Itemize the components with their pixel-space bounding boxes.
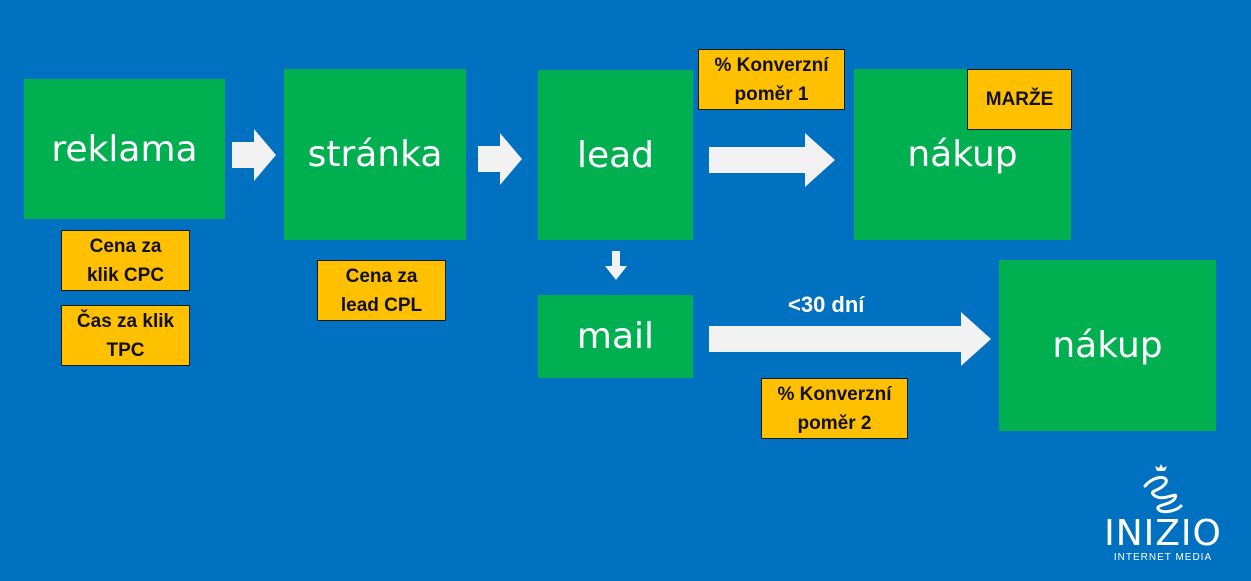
metric-conversion-2-line-2: poměr 2 (797, 412, 872, 434)
inizio-logo: INIZIO INTERNET MEDIA (1093, 464, 1233, 563)
metric-cpc-line-2: klik CPC (86, 264, 165, 286)
arrow-lead-to-mail (605, 251, 627, 280)
metric-cpc-line-1: Cena za (89, 235, 162, 257)
node-nakup-1-label: nákup (907, 134, 1018, 175)
arrow-reklama-to-stranka (232, 129, 276, 181)
node-reklama: reklama (24, 79, 225, 219)
logo-tagline: INTERNET MEDIA (1113, 552, 1213, 563)
metric-cpc: Cena za klik CPC (61, 230, 190, 291)
metric-conversion-1: % Konverzní poměr 1 (698, 49, 845, 110)
logo-wordmark: INIZIO (1104, 513, 1222, 554)
node-mail: mail (538, 295, 693, 378)
node-reklama-label: reklama (51, 128, 198, 170)
metric-marze-label: MARŽE (985, 89, 1054, 110)
metric-conversion-1-line-1: % Konverzní (714, 54, 829, 76)
metric-tpc: Čas za klik TPC (61, 305, 190, 366)
node-nakup-2: nákup (999, 260, 1216, 431)
metric-conversion-2: % Konverzní poměr 2 (761, 378, 908, 439)
metric-cpl: Cena za lead CPL (317, 260, 446, 321)
arrow-stranka-to-lead (478, 133, 522, 185)
metric-conversion-1-line-2: poměr 1 (734, 83, 809, 105)
node-nakup-2-label: nákup (1052, 325, 1163, 366)
metric-cpl-line-1: Cena za (345, 265, 418, 287)
metric-marze: MARŽE (967, 69, 1072, 130)
metric-cpl-line-2: lead CPL (340, 294, 423, 316)
metric-tpc-line-1: Čas za klik (76, 310, 175, 332)
metric-conversion-2-line-1: % Konverzní (777, 383, 892, 405)
node-stranka-label: stránka (307, 134, 443, 175)
node-stranka: stránka (284, 69, 466, 240)
crowned-swirl-icon (1143, 464, 1183, 514)
node-mail-label: mail (576, 316, 655, 357)
edge-label-30-days: <30 dní (788, 292, 865, 317)
metric-tpc-line-2: TPC (106, 339, 145, 361)
node-lead: lead (538, 70, 693, 240)
arrow-lead-to-nakup (709, 133, 835, 187)
arrow-mail-to-nakup (709, 312, 991, 366)
node-lead-label: lead (576, 134, 655, 176)
